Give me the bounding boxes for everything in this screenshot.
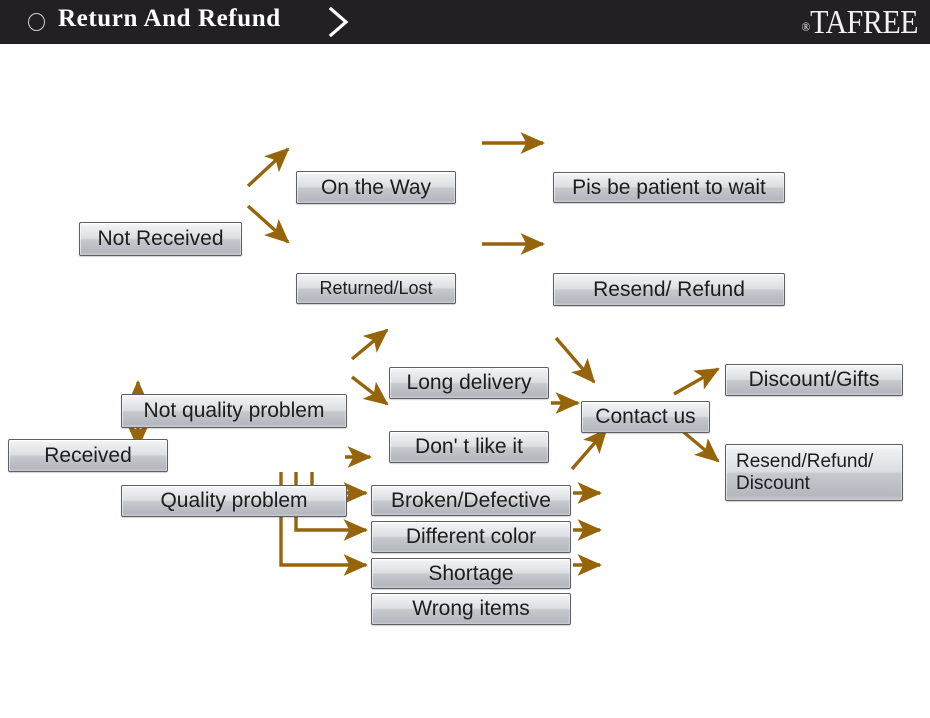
- node-wrong-items[interactable]: Wrong items: [371, 593, 571, 625]
- node-broken-defective[interactable]: Broken/Defective: [371, 485, 571, 516]
- node-long-delivery[interactable]: Long delivery: [389, 367, 549, 399]
- connector-not-received-to-on-the-way: [246, 147, 290, 188]
- node-resend-refund[interactable]: Resend/ Refund: [553, 273, 785, 306]
- connector-not-quality-to-long-delivery: [350, 328, 389, 361]
- node-contact-us[interactable]: Contact us: [581, 401, 710, 433]
- node-not-quality-problem[interactable]: Not quality problem: [121, 394, 347, 428]
- node-received[interactable]: Received: [8, 439, 168, 472]
- node-quality-problem[interactable]: Quality problem: [121, 485, 347, 517]
- node-resend-refund-discount[interactable]: Resend/Refund/ Discount: [725, 444, 903, 501]
- node-different-color[interactable]: Different color: [371, 521, 571, 553]
- node-be-patient[interactable]: Pis be patient to wait: [553, 172, 785, 203]
- node-dont-like-it[interactable]: Don' t like it: [389, 431, 549, 463]
- brand-logo: ®TAFREE: [801, 4, 919, 42]
- chevron-right-icon: [328, 7, 349, 37]
- node-shortage[interactable]: Shortage: [371, 558, 571, 589]
- connector-not-quality-to-dont-like-it: [350, 375, 389, 406]
- connector-long-delivery-to-contact-us: [554, 336, 596, 384]
- node-returned-lost[interactable]: Returned/Lost: [296, 273, 456, 304]
- registered-mark-icon: ®: [801, 20, 811, 35]
- node-discount-gifts[interactable]: Discount/Gifts: [725, 364, 903, 396]
- connector-contact-us-to-discount-gifts: [673, 367, 720, 396]
- brand-name: TAFREE: [810, 4, 918, 41]
- connector-broken-to-contact-us: [570, 428, 608, 471]
- node-on-the-way[interactable]: On the Way: [296, 171, 456, 204]
- page-title: Return And Refund: [58, 5, 281, 32]
- circle-outline-icon: [28, 13, 45, 31]
- connector-not-received-to-returned-lost: [246, 204, 290, 244]
- header-bar: Return And Refund ®TAFREE: [0, 0, 930, 44]
- flowchart-diagram: Not Received On the Way Returned/Lost Pi…: [0, 44, 930, 718]
- node-not-received[interactable]: Not Received: [79, 222, 242, 256]
